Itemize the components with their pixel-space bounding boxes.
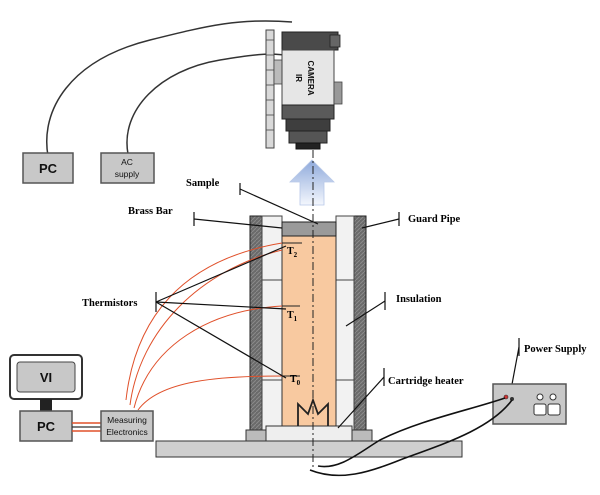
t1-label: T1 — [287, 310, 298, 323]
camera-to-pc-cable — [46, 20, 293, 157]
power-supply-box — [492, 383, 567, 425]
brass-bar — [281, 235, 337, 433]
vi-monitor: VI — [9, 354, 83, 400]
brass-bar-label: Brass Bar — [128, 206, 173, 217]
thermistors-label: Thermistors — [82, 298, 137, 309]
insulation-wall-right — [335, 215, 355, 441]
guard-pipe-label: Guard Pipe — [408, 214, 461, 225]
ir-camera: IR CAMERA — [265, 29, 343, 150]
heater-base — [265, 425, 353, 442]
t0-label: T0 — [290, 374, 301, 387]
svg-text:VI: VI — [40, 370, 52, 385]
pc-box-top: PC — [22, 152, 74, 184]
svg-text:CAMERA: CAMERA — [306, 60, 315, 95]
ac-supply-box: AC supply — [100, 152, 155, 184]
monitor-stand — [40, 399, 52, 411]
guard-pipe — [249, 215, 367, 441]
svg-text:AC: AC — [121, 157, 133, 167]
ir-radiation-arrow — [289, 159, 335, 206]
svg-text:PC: PC — [37, 419, 56, 434]
power-cable-2 — [309, 399, 513, 477]
svg-text:Measuring: Measuring — [107, 415, 147, 425]
svg-text:Electronics: Electronics — [106, 427, 148, 437]
thermistor-wires — [125, 242, 283, 411]
sample-cap — [281, 221, 337, 237]
cartridge-heater-label: Cartridge heater — [388, 376, 464, 387]
t2-label: T2 — [287, 246, 298, 259]
insulation-label: Insulation — [396, 294, 442, 305]
pc-to-electronics-cable — [72, 422, 101, 432]
pc-box-bottom: PC — [19, 410, 73, 442]
power-supply-label: Power Supply — [524, 344, 587, 355]
svg-text:supply: supply — [115, 169, 140, 179]
svg-text:IR: IR — [294, 74, 303, 82]
measuring-electronics-box: Measuring Electronics — [100, 410, 154, 442]
svg-text:PC: PC — [39, 161, 58, 176]
cartridge-heater — [297, 397, 329, 426]
power-cable-1 — [317, 397, 506, 468]
sample-label: Sample — [186, 178, 220, 189]
